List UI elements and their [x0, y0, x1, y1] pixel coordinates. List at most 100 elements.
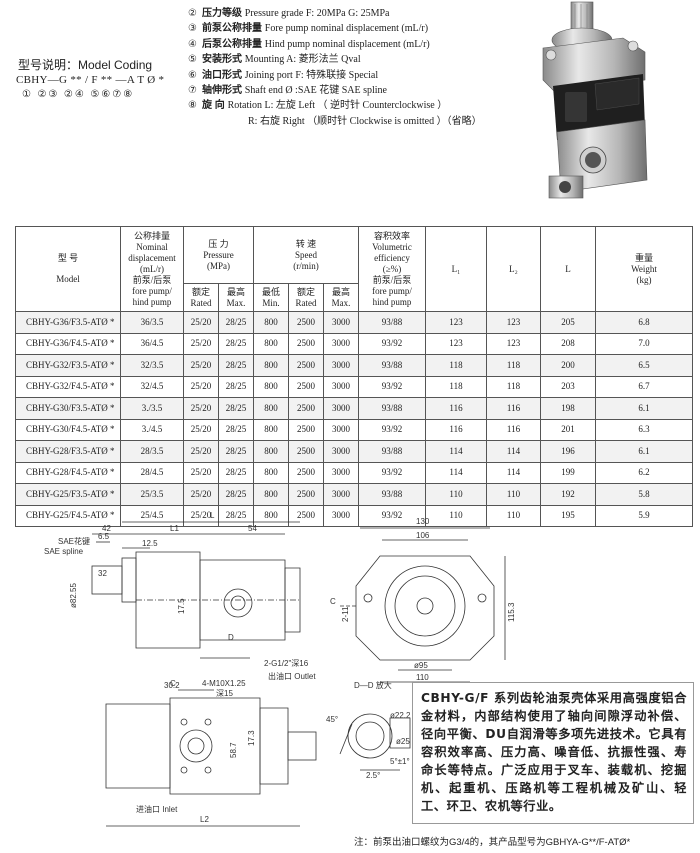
- label-inlet: 进油口 Inlet: [136, 804, 178, 814]
- table-cell: 3000: [323, 375, 359, 398]
- table-cell: 5.8: [595, 483, 693, 506]
- cell-model: CBHY-G30/F4.5-ATØ *: [15, 418, 121, 441]
- table-cell: 114: [425, 461, 487, 484]
- dim-phi82: ø82.55: [69, 583, 78, 608]
- label-deep15: 深15: [216, 689, 233, 698]
- table-cell: 93/88: [358, 397, 426, 420]
- table-cell: 3000: [323, 354, 359, 377]
- table-cell: 3000: [323, 332, 359, 355]
- legend-num: ⑤: [188, 54, 197, 66]
- table-cell: 123: [425, 311, 487, 334]
- table-cell: 6.8: [595, 311, 693, 334]
- model-coding-code: CBHY—G ** / F ** —A T Ø *: [16, 74, 165, 86]
- label-dd: D—D 放大: [354, 680, 392, 690]
- th-efficiency: 容积效率 Volumetric efficiency (≥%) 前泵/后泵 fo…: [358, 226, 426, 312]
- table-cell: 28/3.5: [120, 440, 184, 463]
- th-speed-max: 最高 Max.: [323, 283, 359, 312]
- table-cell: 196: [540, 440, 596, 463]
- cell-model: CBHY-G32/F3.5-ATØ *: [15, 354, 121, 377]
- legend-en: Hind pump nominal displacement (mL/r): [264, 38, 430, 50]
- table-cell: 110: [486, 504, 541, 527]
- label-sae-en: SAE spline: [44, 547, 84, 556]
- table-cell: 93/92: [358, 461, 426, 484]
- table-cell: 25/20: [183, 332, 219, 355]
- dim-12-5: 12.5: [142, 539, 158, 548]
- dim-l1: L1: [170, 524, 179, 533]
- dim-106: 106: [416, 531, 430, 540]
- table-cell: 93/92: [358, 418, 426, 441]
- dim-110: 110: [416, 673, 429, 682]
- label-d: D: [228, 633, 234, 642]
- table-cell: 2500: [288, 311, 324, 334]
- table-cell: 3000: [323, 397, 359, 420]
- legend-zh: 压力等级: [202, 8, 242, 19]
- dim-17-3: 17.3: [247, 730, 256, 746]
- cell-model: CBHY-G30/F3.5-ATØ *: [15, 397, 121, 420]
- dim-58-7: 58.7: [229, 742, 238, 758]
- table-cell: 200: [540, 354, 596, 377]
- table-cell: 123: [486, 311, 541, 334]
- model-coding-title: 型号说明：Model Coding: [18, 58, 153, 72]
- dim-phi22: ø22.2: [390, 711, 411, 720]
- dim-45: 45°: [326, 715, 338, 724]
- legend-num: ⑥: [188, 69, 197, 81]
- table-cell: 93/92: [358, 504, 426, 527]
- table-cell: 800: [253, 418, 289, 441]
- label-sae-zh: SAE花键: [58, 536, 90, 546]
- legend-en: Shaft end Ø :SAE 花键 SAE spline: [244, 85, 387, 97]
- th-speed: 转 速 Speed (r/min): [253, 226, 359, 284]
- dim-l2: L2: [200, 815, 209, 824]
- table-cell: 2500: [288, 375, 324, 398]
- legend-en: Pressure grade F: 20MPa G: 25MPa: [244, 8, 390, 19]
- table-cell: 36/4.5: [120, 332, 184, 355]
- legend-zh: 前泵公称排量: [202, 23, 262, 35]
- table-cell: 6.3: [595, 418, 693, 441]
- label-c-front: C: [330, 597, 336, 606]
- table-cell: 116: [486, 397, 541, 420]
- table-cell: 28/25: [218, 354, 254, 377]
- dim-2-11: 2-11: [341, 606, 350, 622]
- table-cell: 36/3.5: [120, 311, 184, 334]
- table-cell: 2500: [288, 354, 324, 377]
- legend-num: ②: [188, 8, 197, 19]
- legend-zh: 轴伸形式: [202, 85, 242, 97]
- table-cell: 116: [425, 397, 487, 420]
- table-cell: 116: [425, 418, 487, 441]
- dim-l: L: [210, 511, 215, 520]
- table-cell: 28/4.5: [120, 461, 184, 484]
- table-cell: 28/25: [218, 440, 254, 463]
- table-cell: 28/25: [218, 504, 254, 527]
- th-pressure-max: 最高 Max.: [218, 283, 254, 312]
- table-cell: 2500: [288, 332, 324, 355]
- table-cell: 2500: [288, 418, 324, 441]
- legend-zh: 后泵公称排量: [202, 38, 262, 50]
- dim-5deg: 5°±1°: [390, 757, 410, 766]
- table-cell: 28/25: [218, 375, 254, 398]
- dim-2-5: 2.5°: [366, 771, 380, 780]
- th-pressure-rated: 额定 Rated: [183, 283, 219, 312]
- table-cell: 123: [486, 332, 541, 355]
- dim-6-5: 6.5: [98, 532, 110, 541]
- table-cell: 25/20: [183, 461, 219, 484]
- table-cell: 93/88: [358, 483, 426, 506]
- table-cell: 28/25: [218, 483, 254, 506]
- table-cell: 25/20: [183, 375, 219, 398]
- legend-num: ③: [188, 23, 197, 35]
- th-model-en: Model: [56, 274, 80, 284]
- table-cell: 25/20: [183, 483, 219, 506]
- legend-row: R: 右旋 Right （顺时针 Clockwise is omitted ）（…: [188, 114, 518, 129]
- table-cell: 28/25: [218, 418, 254, 441]
- cell-model: CBHY-G25/F3.5-ATØ *: [15, 483, 121, 506]
- table-cell: 114: [425, 440, 487, 463]
- legend-num: ⑧: [188, 100, 197, 112]
- table-cell: 6.1: [595, 440, 693, 463]
- label-g12: 2-G1/2"深16: [264, 659, 309, 668]
- table-cell: 6.1: [595, 397, 693, 420]
- table-cell: 28/25: [218, 311, 254, 334]
- table-cell: 2500: [288, 440, 324, 463]
